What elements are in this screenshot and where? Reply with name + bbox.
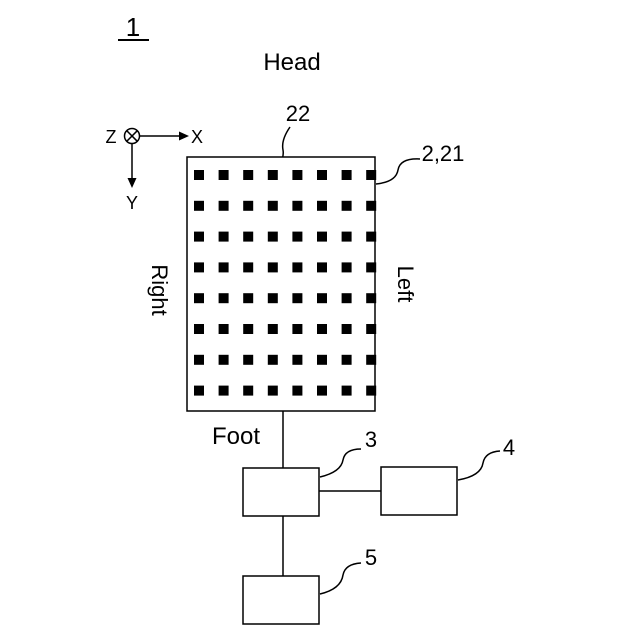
sensor-dot — [219, 355, 229, 365]
sensor-dot — [268, 324, 278, 334]
sensor-dot — [268, 262, 278, 272]
sensor-dot — [219, 293, 229, 303]
sensor-dot — [243, 324, 253, 334]
sensor-dot — [243, 386, 253, 396]
sensor-dot — [366, 232, 376, 242]
mat-leader-line — [376, 159, 420, 184]
sensor-dot — [194, 201, 204, 211]
sensor-dot — [342, 386, 352, 396]
sensor-dot — [268, 170, 278, 180]
axis-y-arrow — [128, 144, 137, 188]
figure-number: 1 — [126, 12, 140, 42]
sensor-dot — [219, 232, 229, 242]
sensor-dot — [194, 324, 204, 334]
sensor-dot — [342, 201, 352, 211]
sensor-mat — [187, 157, 375, 411]
block-4 — [381, 467, 457, 515]
sensor-dot — [292, 293, 302, 303]
sensor-dot — [366, 324, 376, 334]
sensor-dot — [317, 201, 327, 211]
sensor-dot — [366, 355, 376, 365]
sensor-dot — [342, 355, 352, 365]
sensor-dot — [194, 170, 204, 180]
sensor-dot — [292, 262, 302, 272]
axis-z-symbol — [125, 129, 140, 144]
block-4-leader-line — [458, 451, 500, 480]
sensor-dot — [366, 262, 376, 272]
block-3-leader-line — [320, 449, 361, 477]
sensor-dot — [342, 324, 352, 334]
sensor-dot — [243, 293, 253, 303]
axis-z-label: Z — [106, 127, 117, 147]
sensor-dot — [268, 386, 278, 396]
sensor-dot — [194, 355, 204, 365]
sensor-dot — [243, 232, 253, 242]
sensor-dot — [268, 355, 278, 365]
left-label: Left — [393, 266, 418, 303]
sensor-dot — [268, 201, 278, 211]
sensor-dot — [366, 386, 376, 396]
sensor-dot — [219, 324, 229, 334]
sensor-dot — [292, 201, 302, 211]
block-5 — [243, 576, 319, 624]
sensor-dot — [317, 386, 327, 396]
axis-x-label: X — [191, 127, 203, 147]
axis-x-arrow — [140, 132, 189, 141]
sensor-dot — [317, 232, 327, 242]
block-3-ref-label: 3 — [365, 427, 377, 452]
sensor-dot — [292, 355, 302, 365]
sensor-dot — [292, 386, 302, 396]
block-3 — [243, 468, 319, 516]
block-5-ref-label: 5 — [365, 545, 377, 570]
sensor-dot — [292, 232, 302, 242]
sensor-dot — [366, 293, 376, 303]
sensor-dot — [366, 170, 376, 180]
sensor-ref-label: 22 — [286, 101, 310, 126]
sensor-dot — [317, 170, 327, 180]
sensor-dot — [219, 262, 229, 272]
head-label: Head — [263, 49, 320, 76]
sensor-dot — [317, 262, 327, 272]
sensor-dot — [292, 324, 302, 334]
sensor-dot — [243, 201, 253, 211]
sensor-dot — [243, 262, 253, 272]
sensor-dot — [268, 232, 278, 242]
sensor-dot — [194, 293, 204, 303]
mat-ref-label: 2,21 — [422, 141, 465, 166]
sensor-dot — [194, 386, 204, 396]
right-label: Right — [147, 264, 172, 315]
axis-y-label: Y — [126, 193, 138, 213]
sensor-dot — [342, 262, 352, 272]
sensor-dot — [342, 232, 352, 242]
sensor-dot — [342, 170, 352, 180]
sensor-dot — [366, 201, 376, 211]
sensor-dot — [317, 324, 327, 334]
sensor-dot — [219, 201, 229, 211]
block-5-leader-line — [320, 563, 361, 594]
block-4-ref-label: 4 — [503, 435, 515, 460]
sensor-dot — [268, 293, 278, 303]
sensor-dot — [317, 293, 327, 303]
sensor-dot — [243, 355, 253, 365]
sensor-dot — [219, 386, 229, 396]
sensor-dot — [194, 262, 204, 272]
foot-label: Foot — [212, 423, 260, 450]
sensor-dot — [219, 170, 229, 180]
sensor-dot — [342, 293, 352, 303]
sensor-dot — [317, 355, 327, 365]
sensor-dot — [194, 232, 204, 242]
sensor-dot — [292, 170, 302, 180]
sensor-dot — [243, 170, 253, 180]
